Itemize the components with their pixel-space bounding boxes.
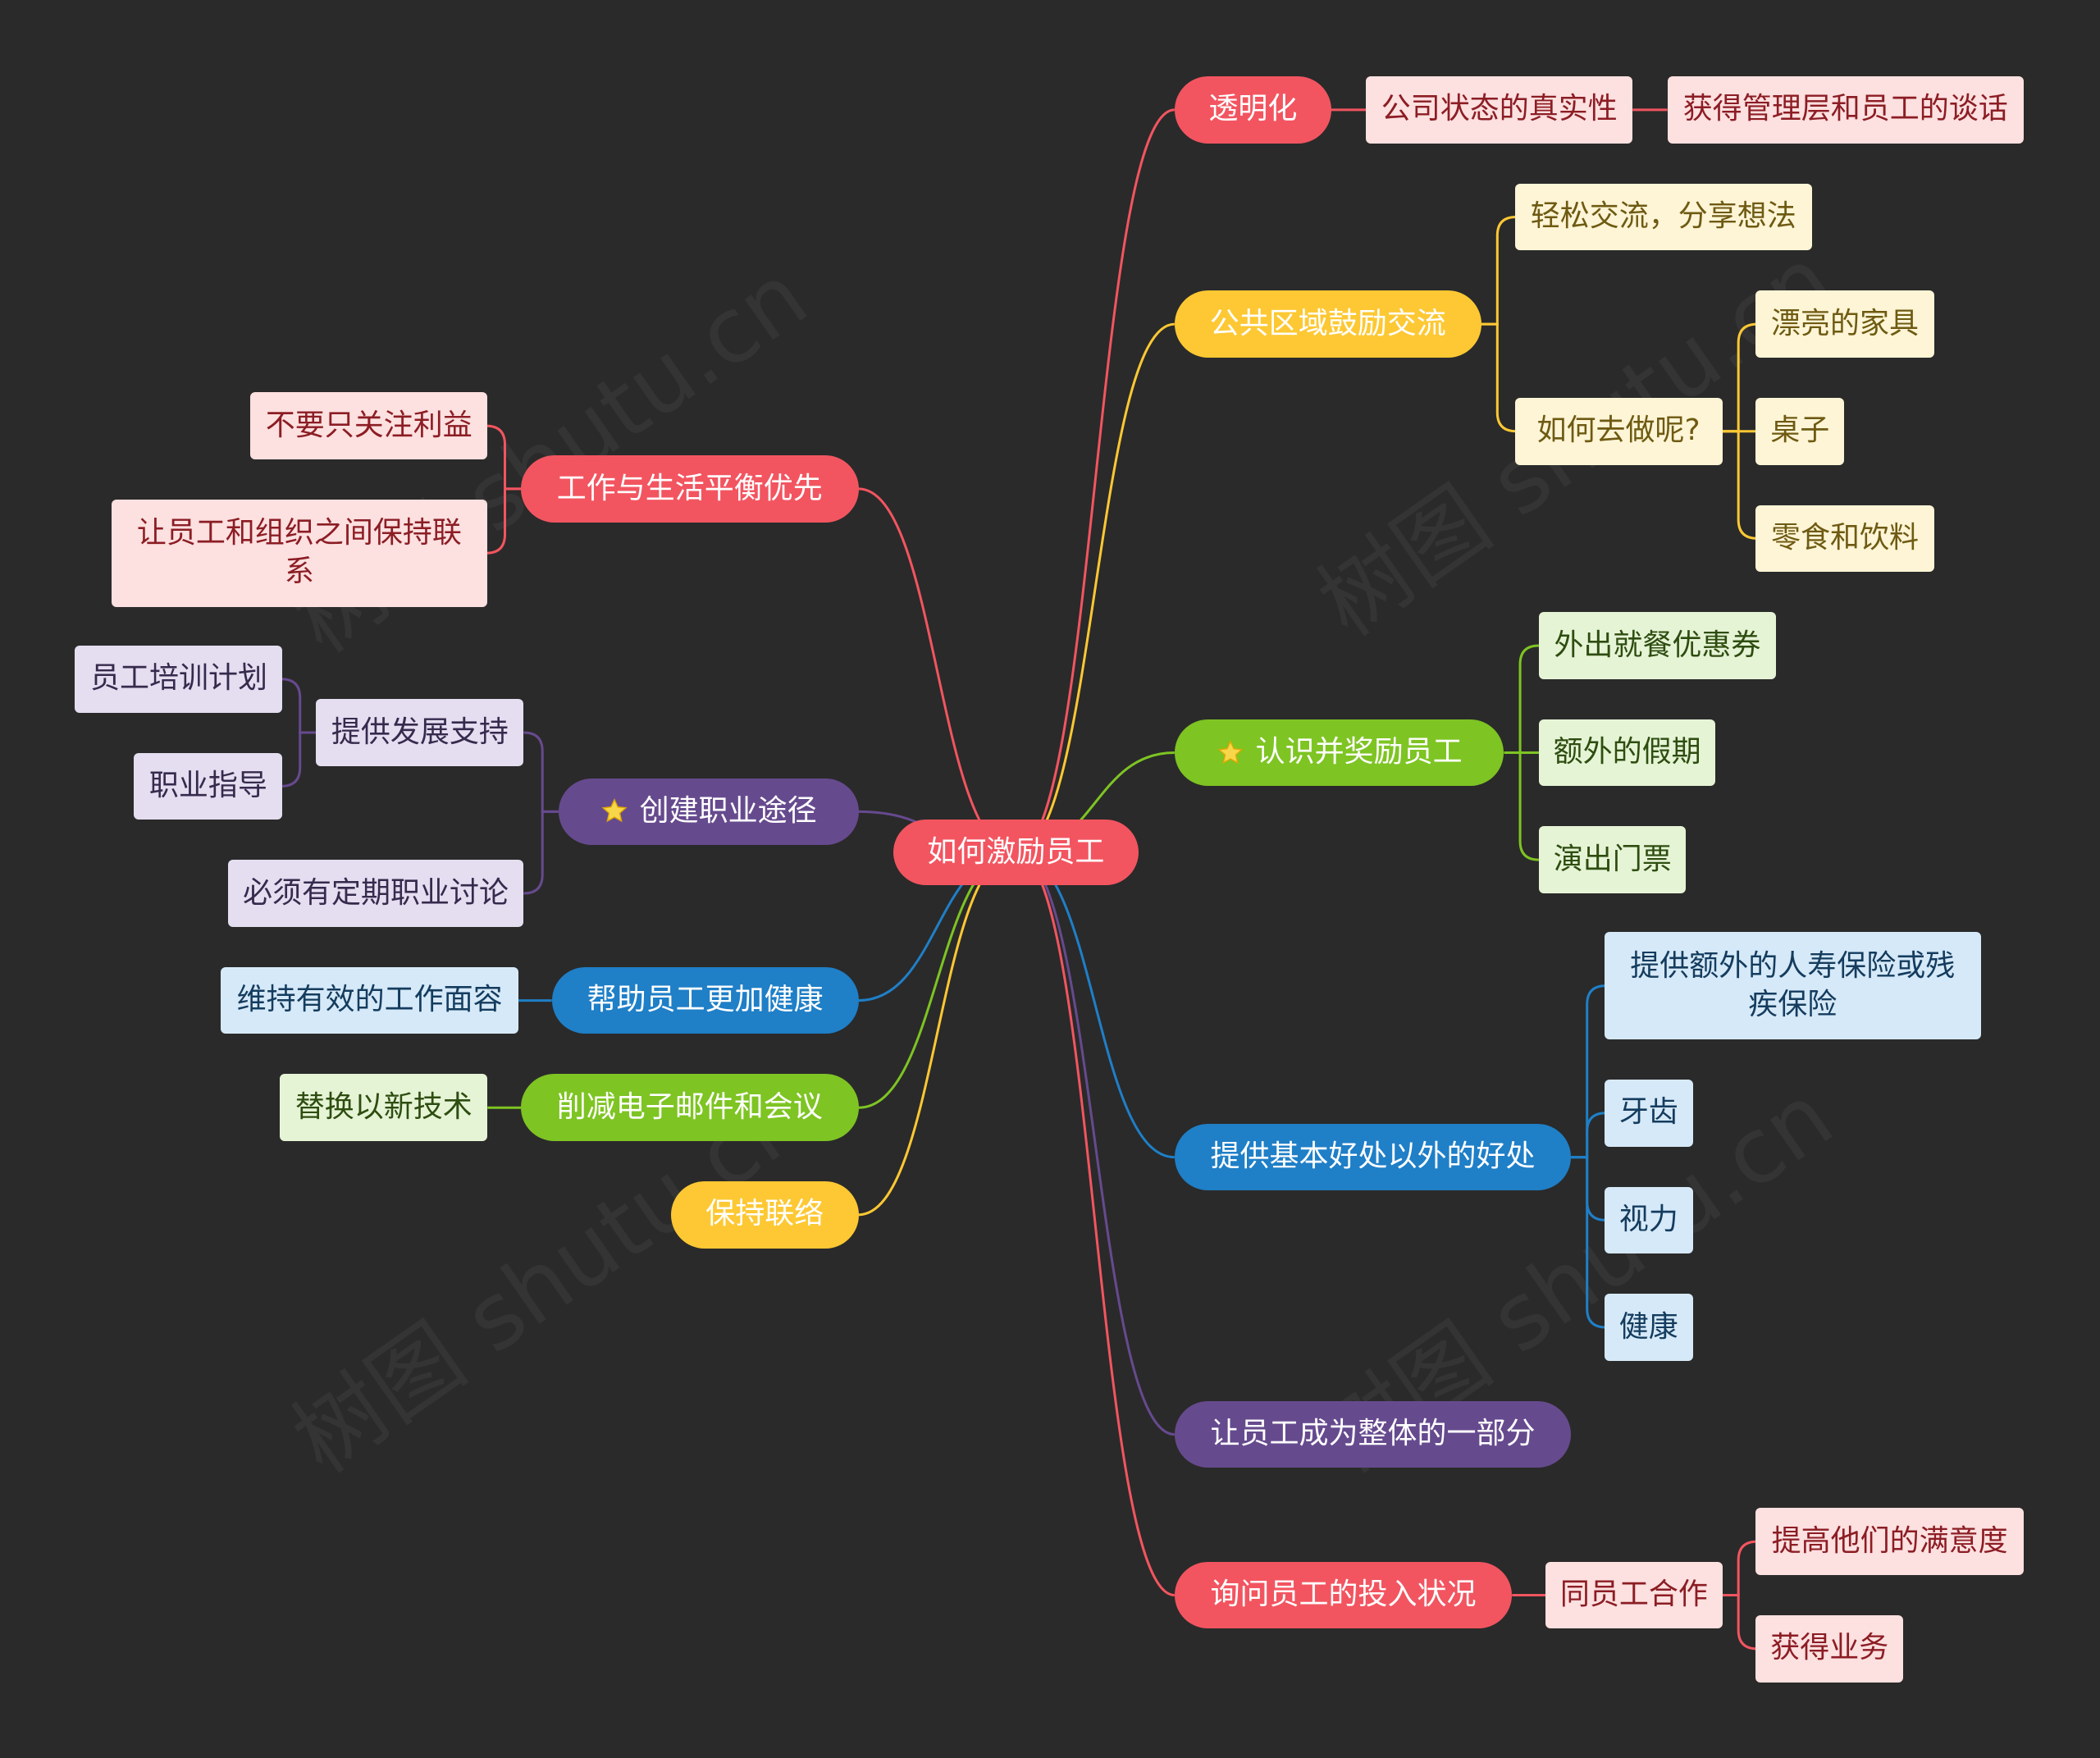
connector-line	[1016, 851, 1175, 1159]
subtopic-career-guidance[interactable]: 职业指导	[134, 752, 283, 820]
subtopic-management-talk[interactable]: 获得管理层和员工的谈话	[1667, 76, 2024, 144]
subtopic-extra-holidays[interactable]: 额外的假期	[1538, 719, 1716, 787]
connector-line	[1481, 322, 1517, 433]
topic-cut-email-meetings[interactable]: 削减电子邮件和会议	[521, 1074, 859, 1141]
subtopic-insurance[interactable]: 提供额外的人寿保险或残疾保险	[1604, 932, 1981, 1039]
connector-line	[1722, 430, 1758, 540]
connector-line	[1016, 851, 1175, 1436]
subtopic-teeth[interactable]: 牙齿	[1604, 1079, 1693, 1147]
topic-keep-in-touch[interactable]: 保持联络	[670, 1181, 859, 1249]
topic-extra-benefits[interactable]: 提供基本好处以外的好处	[1174, 1123, 1572, 1191]
subtopic-health[interactable]: 健康	[1604, 1294, 1693, 1361]
connector-line	[1504, 751, 1539, 861]
subtopic-training-plan[interactable]: 员工培训计划	[75, 645, 283, 713]
subtopic-company-truth[interactable]: 公司状态的真实性	[1366, 76, 1633, 144]
connector-line	[523, 810, 559, 895]
connector-line	[1571, 1112, 1606, 1159]
star-icon	[1217, 739, 1244, 767]
connector-line	[858, 487, 1016, 854]
connector-line	[1722, 1540, 1758, 1596]
star-icon	[600, 797, 628, 825]
subtopic-how-to-do[interactable]: 如何去做呢?	[1514, 397, 1723, 465]
topic-recognize-reward[interactable]: 认识并奖励员工	[1174, 719, 1504, 787]
subtopic-stay-connected[interactable]: 让员工和组织之间保持联系	[111, 499, 488, 607]
root-topic[interactable]: 如何激励员工	[892, 820, 1139, 886]
topic-transparency[interactable]: 透明化	[1174, 76, 1331, 144]
subtopic-development-support[interactable]: 提供发展支持	[316, 699, 524, 766]
connector-line	[858, 851, 1016, 1217]
subtopic-show-tickets[interactable]: 演出门票	[1538, 826, 1687, 893]
subtopic-not-only-profit[interactable]: 不要只关注利益	[250, 392, 488, 459]
topic-label: 认识并奖励员工	[1255, 735, 1463, 769]
connector-line	[281, 731, 317, 788]
subtopic-new-tech[interactable]: 替换以新技术	[280, 1074, 488, 1141]
topic-label: 创建职业途径	[639, 793, 817, 828]
connector-line	[486, 487, 522, 555]
connector-line	[1016, 322, 1175, 854]
connector-line	[1016, 108, 1175, 854]
subtopic-dining-coupons[interactable]: 外出就餐优惠券	[1538, 612, 1776, 679]
connector-line	[1481, 215, 1517, 326]
connector-line	[1571, 1156, 1606, 1329]
subtopic-easy-communication[interactable]: 轻松交流，分享想法	[1514, 183, 1812, 251]
subtopic-career-discussion[interactable]: 必须有定期职业讨论	[227, 860, 524, 927]
connector-line	[1722, 322, 1758, 433]
subtopic-cooperate[interactable]: 同员工合作	[1545, 1561, 1723, 1629]
topic-ask-engagement[interactable]: 询问员工的投入状况	[1174, 1561, 1513, 1629]
connector-line	[486, 424, 522, 491]
topic-healthier-staff[interactable]: 帮助员工更加健康	[551, 966, 859, 1034]
subtopic-vision[interactable]: 视力	[1604, 1186, 1693, 1254]
subtopic-raise-satisfaction[interactable]: 提高他们的满意度	[1755, 1508, 2024, 1575]
subtopic-win-business[interactable]: 获得业务	[1755, 1614, 1903, 1683]
connector-line	[1016, 851, 1175, 1596]
subtopic-work-appearance[interactable]: 维持有效的工作面容	[221, 966, 518, 1034]
topic-be-part-of-whole[interactable]: 让员工成为整体的一部分	[1174, 1400, 1572, 1468]
connector-line	[858, 851, 1016, 1109]
connector-line	[1571, 1156, 1606, 1221]
subtopic-snacks-drinks[interactable]: 零食和饮料	[1755, 505, 1934, 573]
connector-line	[281, 678, 317, 734]
subtopic-tables[interactable]: 桌子	[1755, 397, 1845, 465]
connector-line	[523, 731, 559, 813]
connector-line	[1722, 1593, 1758, 1651]
subtopic-nice-furniture[interactable]: 漂亮的家具	[1755, 290, 1934, 358]
topic-work-life-balance[interactable]: 工作与生活平衡优先	[521, 455, 859, 523]
connector-line	[1571, 984, 1606, 1159]
connector-line	[1504, 644, 1539, 755]
topic-common-area[interactable]: 公共区域鼓励交流	[1174, 290, 1481, 358]
topic-career-path[interactable]: 创建职业途径	[558, 778, 859, 846]
